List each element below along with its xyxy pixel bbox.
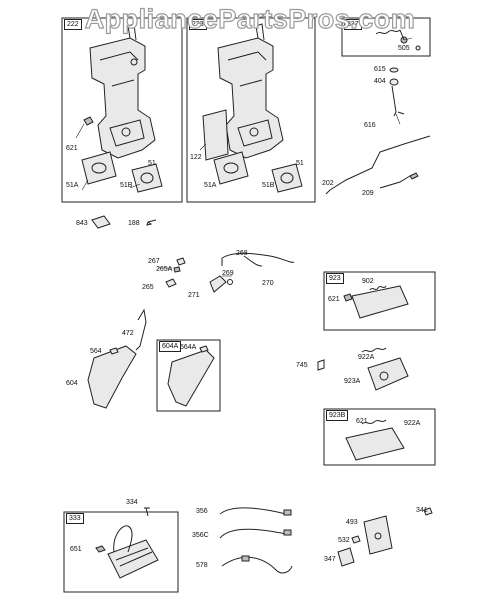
label-271: 271 [188, 292, 200, 299]
label-269: 269 [222, 270, 234, 277]
label-621: 621 [328, 296, 340, 303]
frame-923B [323, 408, 436, 466]
control-bracket-223 [202, 23, 284, 161]
label-356C: 356C [192, 532, 209, 539]
label-493: 493 [346, 519, 358, 526]
label-265: 265 [142, 284, 154, 291]
plate-493 [363, 515, 393, 555]
label-651: 651 [70, 546, 82, 553]
ignition-armature-333 [95, 507, 159, 579]
label-843: 843 [76, 220, 88, 227]
tag-923: 923 [326, 273, 344, 284]
label-902: 902 [362, 278, 374, 285]
gasket-51A-a [81, 151, 117, 185]
label-621: 621 [356, 418, 368, 425]
control-assembly-923 [343, 285, 409, 319]
governor-shaft-parts [389, 67, 405, 117]
governor-lever-group [165, 252, 295, 293]
frame-604A [156, 339, 221, 412]
label-356: 356 [196, 508, 208, 515]
gasket-51B-b [271, 163, 303, 193]
tag-337: 337 [344, 19, 362, 30]
label-209: 209 [362, 190, 374, 197]
part-347 [337, 547, 355, 567]
wire-harness-356 [219, 507, 292, 516]
control-bracket-222 [83, 23, 156, 159]
frame-223 [186, 17, 316, 203]
label-122: 122 [190, 154, 202, 161]
label-616: 616 [364, 122, 376, 129]
label-564A: 564A [180, 344, 197, 351]
label-532: 532 [338, 537, 350, 544]
frame-222 [61, 17, 183, 203]
label-578: 578 [196, 562, 208, 569]
frame-333 [63, 511, 179, 593]
label-270: 270 [262, 280, 274, 287]
tag-223: 223 [189, 19, 207, 30]
label-267: 267 [148, 258, 160, 265]
screw-188 [146, 219, 157, 226]
throttle-link-202 [325, 135, 431, 195]
label-51A: 51A [204, 182, 217, 189]
air-vane-604A [167, 345, 215, 407]
frame-337 [341, 17, 431, 57]
part-532 [351, 535, 361, 544]
air-vane-604 [87, 308, 147, 409]
label-188: 188 [128, 220, 140, 227]
tag-222: 222 [64, 19, 82, 30]
leader-lines [75, 37, 413, 277]
label-51A: 51A [66, 182, 79, 189]
label-922A: 922A [404, 420, 421, 427]
label-334: 334 [126, 499, 138, 506]
label-472: 472 [122, 330, 134, 337]
label-922A: 922A [358, 354, 375, 361]
label-615: 615 [374, 66, 386, 73]
label-505: 505 [398, 45, 410, 52]
label-202: 202 [322, 180, 334, 187]
label-51: 51 [148, 160, 156, 167]
frame-923 [323, 271, 436, 331]
label-51: 51 [296, 160, 304, 167]
gasket-51A-b [213, 151, 249, 185]
label-923A: 923A [344, 378, 361, 385]
wire-harness-578 [221, 555, 293, 574]
label-604: 604 [66, 380, 78, 387]
control-assembly-923B [345, 419, 405, 461]
label-268: 268 [236, 250, 248, 257]
label-265A: 265A [156, 266, 173, 273]
label-564: 564 [90, 348, 102, 355]
control-assembly-923A [317, 347, 409, 391]
label-621: 621 [66, 145, 78, 152]
label-347: 347 [324, 556, 336, 563]
part-341 [423, 507, 433, 516]
choke-link-209 [379, 172, 419, 189]
tag-923B: 923B [326, 410, 349, 421]
label-341: 341 [416, 507, 428, 514]
label-404: 404 [374, 78, 386, 85]
tag-333: 333 [66, 513, 84, 524]
gasket-51B-a [131, 163, 163, 193]
part-843 [91, 215, 111, 229]
label-745: 745 [296, 362, 308, 369]
label-51B: 51B [120, 182, 133, 189]
wire-harness-356C [219, 528, 292, 539]
tag-604A: 604A [159, 341, 182, 352]
label-51B: 51B [262, 182, 275, 189]
